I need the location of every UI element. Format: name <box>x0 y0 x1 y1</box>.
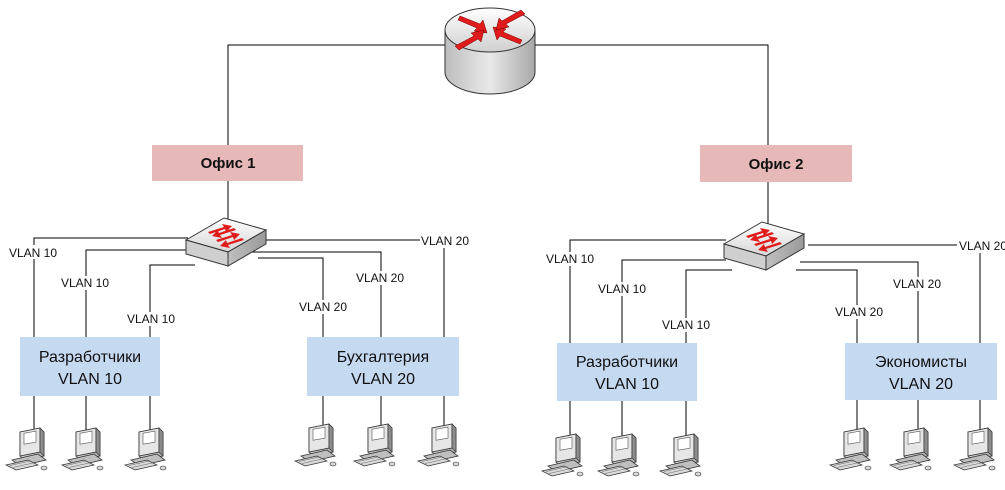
group-box-economists: Экономисты VLAN 20 <box>845 343 997 400</box>
group-vlan: VLAN 20 <box>351 371 415 388</box>
office-1-label: Офис 1 <box>201 155 256 172</box>
computer-icon <box>889 427 932 471</box>
computer-icon <box>953 427 996 471</box>
computer-icon <box>61 427 104 471</box>
group-name: Экономисты <box>875 354 967 371</box>
link-label: VLAN 10 <box>598 282 646 296</box>
connection-lines <box>33 44 981 436</box>
computer-icon <box>353 423 396 467</box>
link-label: VLAN 10 <box>127 312 175 326</box>
group-box-developers-2: Разработчики VLAN 10 <box>557 343 697 401</box>
computer-icon <box>597 433 640 477</box>
computer-icon <box>659 433 702 477</box>
computer-icon <box>417 423 460 467</box>
link-label: VLAN 10 <box>662 318 710 332</box>
router-icon <box>444 7 536 95</box>
computer-icon <box>541 433 584 477</box>
computer-icon <box>294 423 337 467</box>
group-box-developers-1: Разработчики VLAN 10 <box>20 337 160 396</box>
group-box-accounting: Бухгалтерия VLAN 20 <box>307 337 459 396</box>
computer-icon <box>829 427 872 471</box>
link-label: VLAN 20 <box>893 277 941 291</box>
link-label: VLAN 20 <box>299 300 347 314</box>
link-label: VLAN 20 <box>356 271 404 285</box>
office-1-box: Офис 1 <box>152 145 303 181</box>
office-2-switch-icon <box>723 221 805 271</box>
office-2-box: Офис 2 <box>700 145 852 182</box>
computer-icon <box>124 427 167 471</box>
group-name: Разработчики <box>576 354 678 371</box>
office-2-label: Офис 2 <box>749 156 804 173</box>
link-label: VLAN 20 <box>421 234 469 248</box>
group-name: Разработчики <box>39 349 141 366</box>
group-name: Бухгалтерия <box>337 349 429 366</box>
link-label: VLAN 20 <box>835 305 883 319</box>
vlan-link-labels: VLAN 10 VLAN 10 VLAN 10 VLAN 20 VLAN 20 … <box>6 234 1005 332</box>
link-label: VLAN 10 <box>9 246 57 260</box>
office-1-switch-icon <box>185 217 267 267</box>
link-label: VLAN 10 <box>546 252 594 266</box>
group-vlan: VLAN 20 <box>889 376 953 393</box>
computer-icon <box>5 427 48 471</box>
link-label: VLAN 10 <box>61 276 109 290</box>
workstations <box>5 423 996 477</box>
group-vlan: VLAN 10 <box>595 376 659 393</box>
group-vlan: VLAN 10 <box>58 371 122 388</box>
link-label: VLAN 20 <box>959 239 1005 253</box>
